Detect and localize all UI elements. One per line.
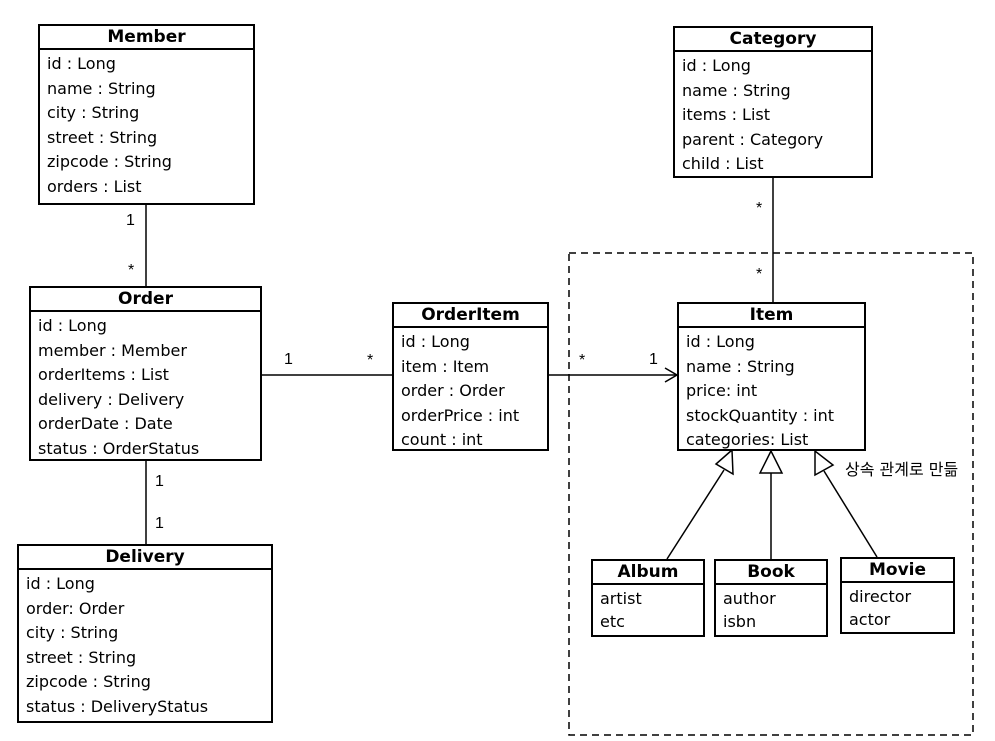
- category-attr: parent : Category: [682, 129, 824, 149]
- inheritance-note: 상속 관계로 만듦: [845, 460, 959, 479]
- delivery-attr: zipcode : String: [26, 672, 151, 691]
- category-attr: child : List: [682, 154, 764, 173]
- multiplicity-delivery-top: 1: [155, 515, 164, 532]
- album-entity[interactable]: Album artist etc: [591, 559, 705, 637]
- orderitem-attr: count : int: [401, 430, 483, 449]
- movie-attr: actor: [849, 610, 891, 629]
- delivery-entity[interactable]: Delivery id : Long order: Order city : S…: [17, 544, 273, 723]
- multiplicity-orderitem-left: *: [367, 352, 374, 369]
- order-attr: orderItems : List: [38, 365, 169, 384]
- multiplicity-item-left: 1: [649, 351, 658, 368]
- member-attr: id : Long: [47, 54, 116, 73]
- album-title: Album: [593, 561, 703, 585]
- movie-title: Movie: [842, 559, 953, 583]
- item-attr: stockQuantity : int: [686, 405, 835, 425]
- order-attr: orderDate : Date: [38, 414, 173, 433]
- association-arrowhead: [664, 367, 679, 383]
- member-attr: name : String: [47, 78, 156, 98]
- multiplicity-order-bottom: 1: [155, 473, 164, 490]
- multiplicity-item-top: *: [756, 266, 763, 283]
- delivery-attr: order: Order: [26, 598, 125, 618]
- item-attr: id : Long: [686, 332, 755, 351]
- category-attr: items : List: [682, 105, 771, 124]
- album-attr: artist: [600, 589, 642, 608]
- item-entity[interactable]: Item id : Long name : String price: int …: [677, 302, 866, 451]
- order-title: Order: [31, 288, 260, 312]
- delivery-attr: city : String: [26, 623, 119, 642]
- generalization-triangle-album: [714, 448, 734, 476]
- orderitem-attr: order : Order: [401, 381, 505, 400]
- category-attr: id : Long: [682, 56, 751, 75]
- multiplicity-orderitem-right: *: [579, 352, 586, 369]
- orderitem-attr: orderPrice : int: [401, 405, 520, 425]
- orderitem-entity[interactable]: OrderItem id : Long item : Item order : …: [392, 302, 549, 451]
- multiplicity-category-bottom: *: [756, 200, 763, 217]
- orderitem-attr: item : Item: [401, 356, 490, 376]
- member-title: Member: [40, 26, 253, 50]
- book-attr: author: [723, 589, 776, 608]
- order-attr: status : OrderStatus: [38, 438, 200, 458]
- delivery-attr: id : Long: [26, 574, 95, 593]
- generalization-triangle-movie: [814, 449, 835, 477]
- book-entity[interactable]: Book author isbn: [714, 559, 828, 637]
- order-attr: member : Member: [38, 340, 187, 360]
- generalization-album-item: [666, 469, 725, 560]
- item-attr: price: int: [686, 381, 758, 400]
- item-attr: name : String: [686, 356, 795, 376]
- category-attr: name : String: [682, 80, 791, 100]
- member-attr: city : String: [47, 103, 140, 122]
- delivery-attr: status : DeliveryStatus: [26, 696, 209, 716]
- orderitem-title: OrderItem: [394, 304, 547, 328]
- member-attr: orders : List: [47, 176, 142, 196]
- multiplicity-order-left: 1: [284, 351, 293, 368]
- member-attr: zipcode : String: [47, 152, 172, 171]
- generalization-triangle-book: [758, 449, 784, 474]
- delivery-attr: street : String: [26, 647, 137, 667]
- orderitem-attr: id : Long: [401, 332, 470, 351]
- item-title: Item: [679, 304, 864, 328]
- multiplicity-member-side: 1: [126, 212, 135, 229]
- order-entity[interactable]: Order id : Long member : Member orderIte…: [29, 286, 262, 461]
- category-entity[interactable]: Category id : Long name : String items :…: [673, 26, 873, 178]
- book-attr: isbn: [723, 612, 757, 631]
- album-attr: etc: [600, 612, 625, 631]
- member-attr: street : String: [47, 127, 158, 147]
- multiplicity-order-side: *: [128, 262, 135, 279]
- order-attr: delivery : Delivery: [38, 389, 185, 409]
- item-attr: categories: List: [686, 430, 809, 449]
- member-entity[interactable]: Member id : Long name : String city : St…: [38, 24, 255, 205]
- order-attr: id : Long: [38, 316, 107, 335]
- generalization-movie-item: [823, 470, 878, 558]
- movie-attr: director: [849, 587, 912, 606]
- movie-entity[interactable]: Movie director actor: [840, 557, 955, 634]
- delivery-title: Delivery: [19, 546, 271, 570]
- book-title: Book: [716, 561, 826, 585]
- category-title: Category: [675, 28, 871, 52]
